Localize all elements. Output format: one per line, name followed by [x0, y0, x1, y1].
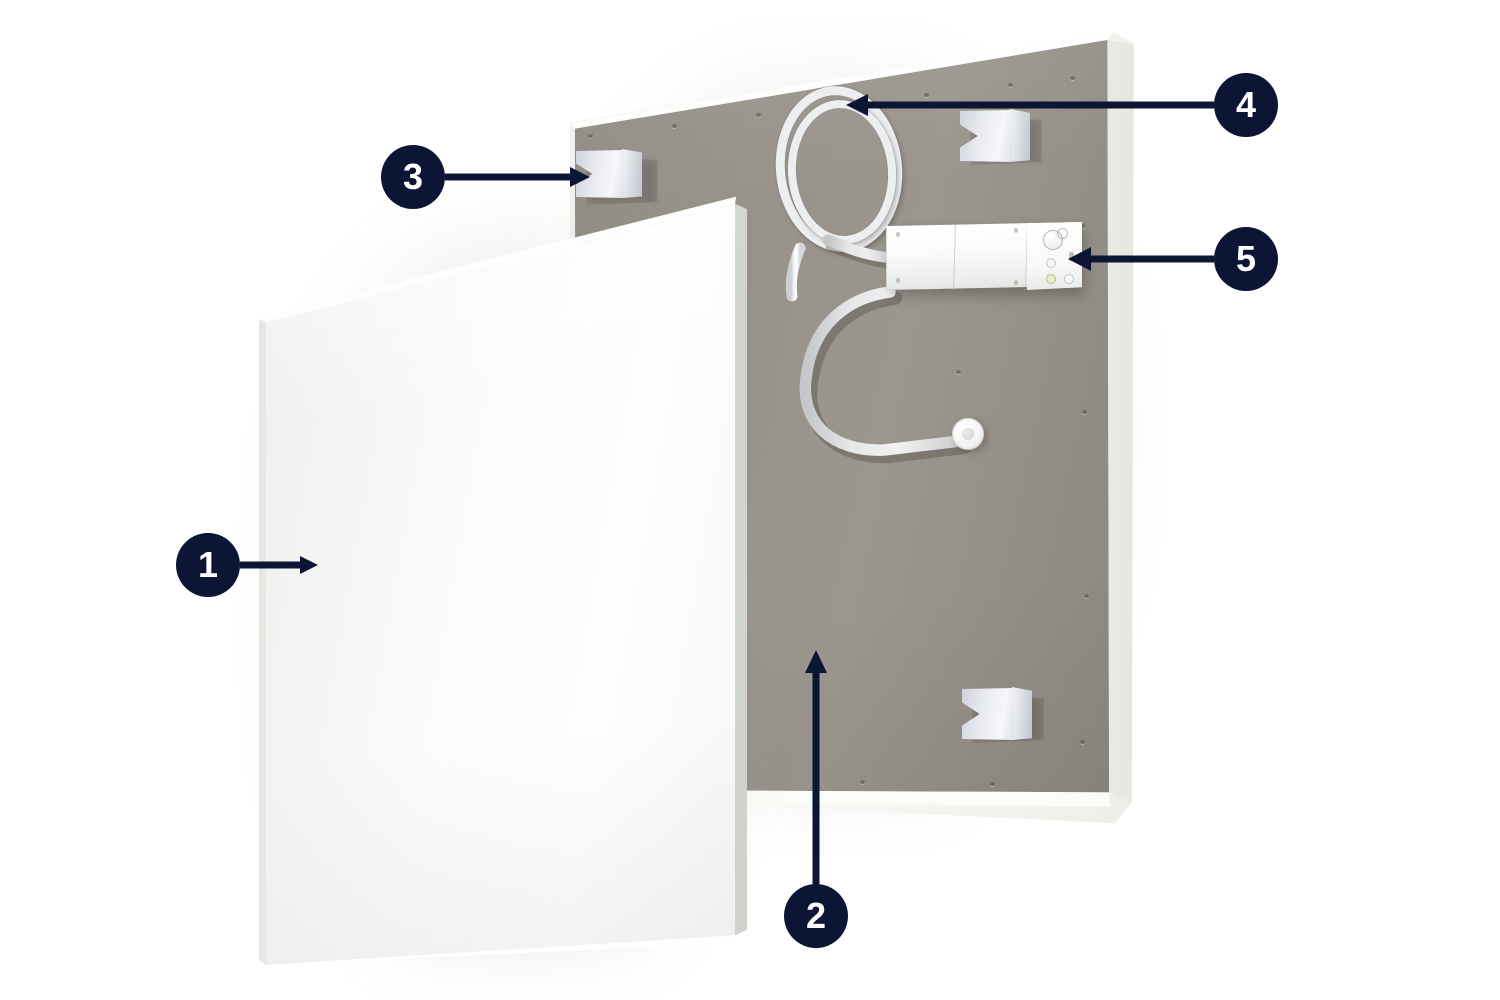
- rear-panel-right-edge: [1107, 39, 1134, 802]
- rivet: [840, 103, 845, 107]
- callout-marker-3[interactable]: 3: [381, 145, 445, 209]
- rivet: [588, 134, 593, 138]
- bracket-side: [622, 149, 642, 198]
- cable-entry-grommet: [952, 418, 987, 452]
- front-panel-assembly: [250, 185, 770, 975]
- mounting-bracket-lower-right: [962, 687, 1044, 743]
- thermostat-screw: [1014, 280, 1018, 285]
- front-panel-left-edge: [259, 319, 266, 965]
- bracket-side: [1010, 109, 1030, 162]
- leader-line-4: [846, 94, 1214, 116]
- rivet: [672, 124, 677, 128]
- rivet: [1082, 410, 1087, 414]
- thermostat-screw: [896, 278, 900, 283]
- mounting-bracket-upper-right: [960, 109, 1042, 165]
- thermostat-power-led: [1046, 274, 1056, 284]
- callout-marker-4[interactable]: 4: [1214, 73, 1278, 137]
- rivet: [860, 780, 865, 784]
- grommet-hole: [962, 428, 974, 440]
- rivet: [990, 782, 995, 786]
- rivet: [1084, 594, 1089, 598]
- thermostat-control-unit: [886, 222, 1084, 296]
- thermostat-status-led: [1064, 274, 1074, 284]
- rivet: [1080, 224, 1085, 228]
- thermostat-screw: [896, 232, 900, 237]
- leader-line-3: [445, 167, 590, 187]
- thermostat-dial-mark-icon: [1057, 228, 1068, 239]
- leader-line-2: [805, 650, 827, 884]
- thermostat-indicator-led: [1046, 258, 1056, 268]
- rivet: [1008, 83, 1013, 87]
- leader-line-5: [1068, 247, 1214, 271]
- rivet: [1080, 740, 1085, 744]
- front-panel-sheen: [266, 203, 735, 965]
- thermostat-side-clip: [1069, 252, 1074, 261]
- bracket-side: [1012, 687, 1032, 740]
- rivet: [756, 113, 761, 117]
- leader-line-1: [240, 556, 318, 574]
- callout-marker-2[interactable]: 2: [784, 884, 848, 948]
- rivet: [1070, 76, 1075, 80]
- thermostat-screw: [1014, 228, 1018, 233]
- callout-marker-1[interactable]: 1: [176, 533, 240, 597]
- rivet: [924, 93, 929, 97]
- callout-marker-5[interactable]: 5: [1214, 227, 1278, 291]
- front-panel-right-edge: [735, 203, 747, 936]
